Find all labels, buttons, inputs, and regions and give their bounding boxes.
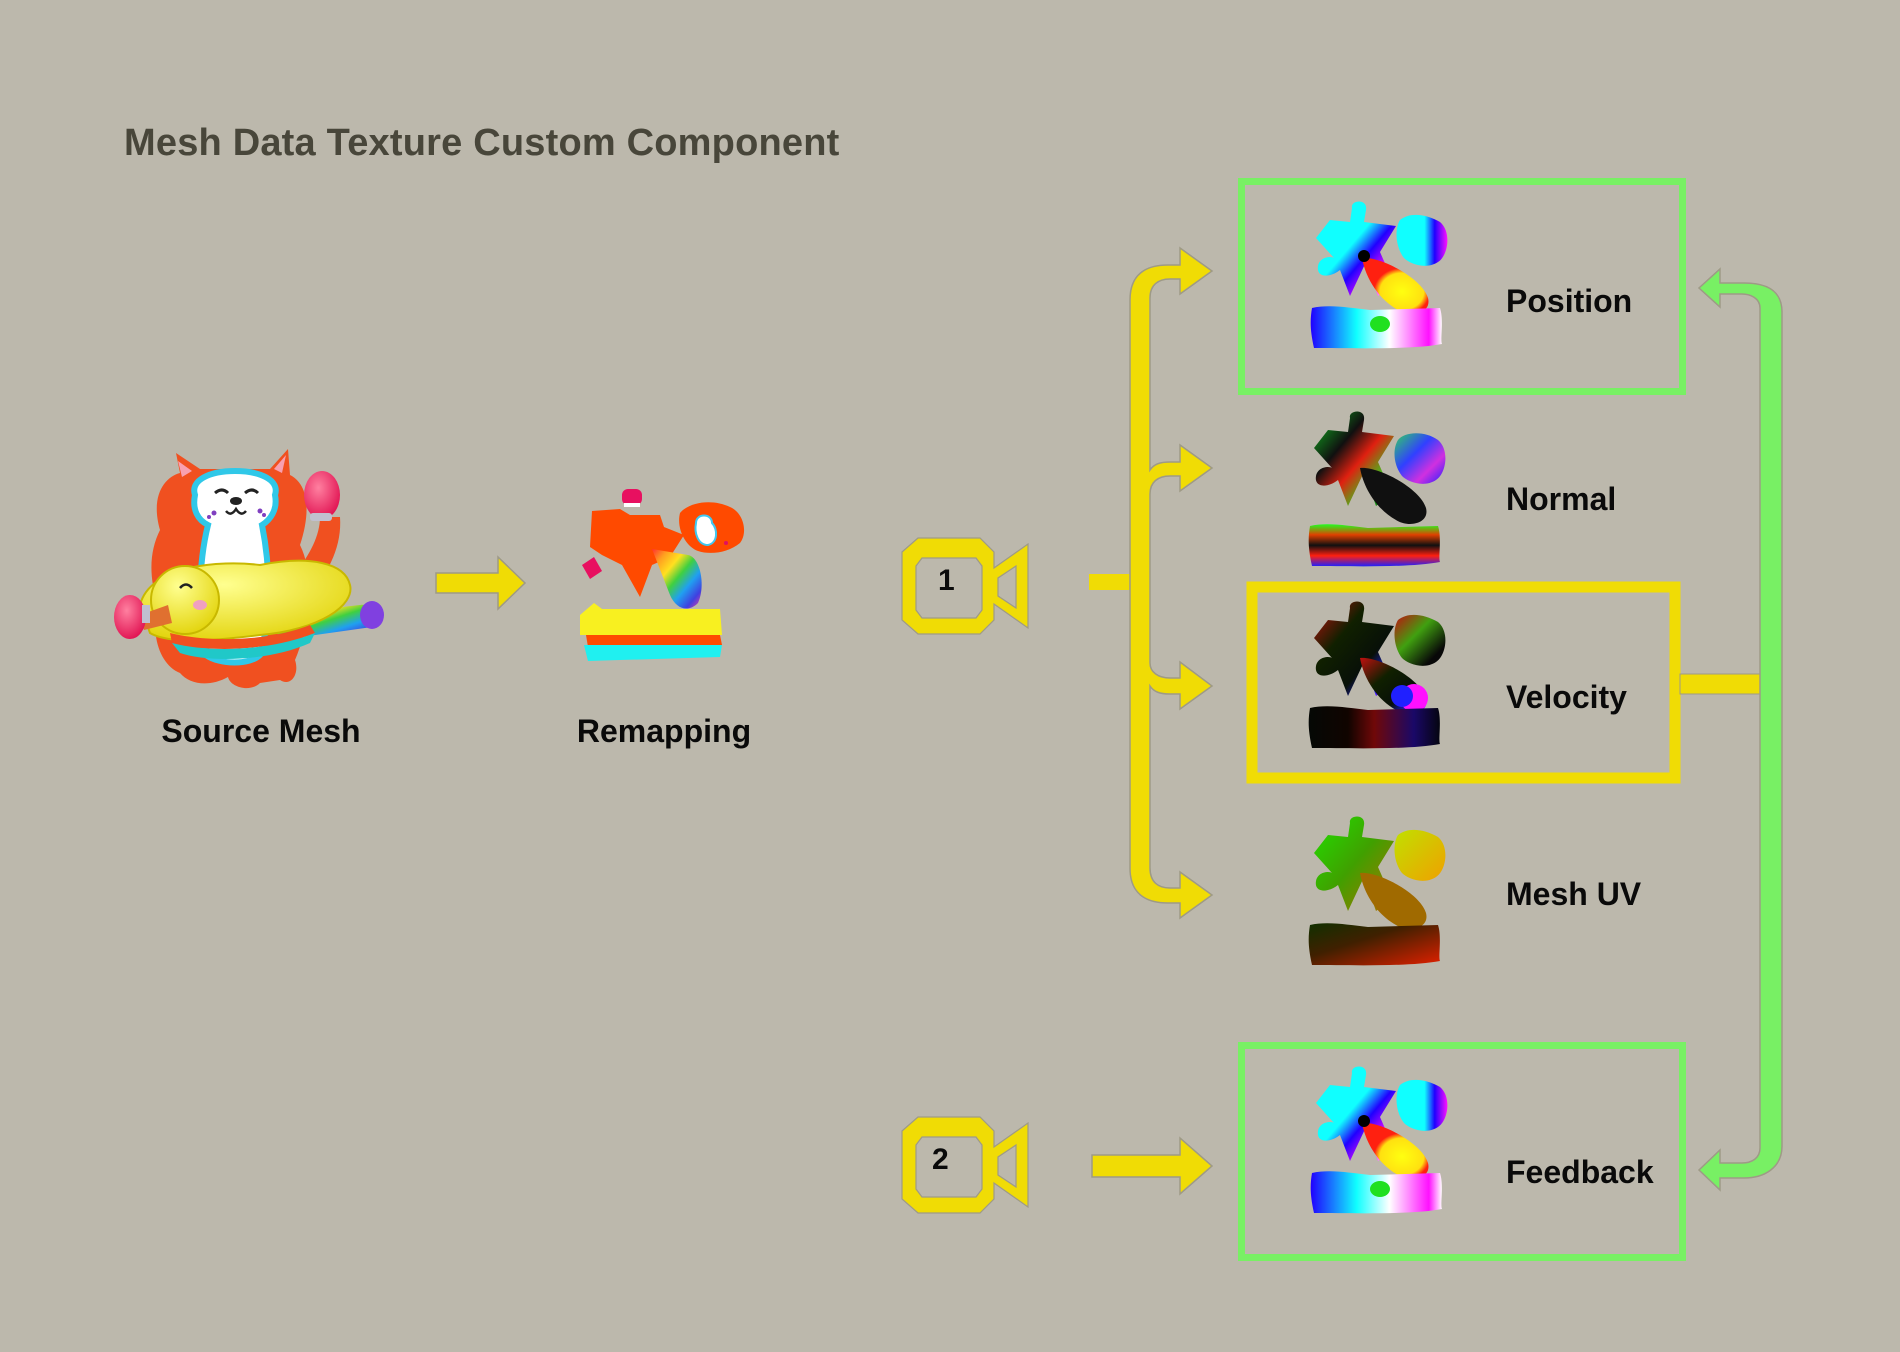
camera-2-number: 2 (932, 1143, 949, 1176)
feedback-highlight-box (1238, 1042, 1686, 1261)
velocity-label: Velocity (1506, 679, 1627, 715)
velocity-texture-image (1308, 601, 1446, 749)
remapping-label: Remapping (576, 713, 752, 749)
feedback-label: Feedback (1506, 1154, 1654, 1190)
camera-2-icon (901, 1116, 1029, 1214)
velocity-connector (1679, 673, 1763, 695)
source-mesh-label: Source Mesh (161, 713, 361, 749)
camera-1-number: 1 (938, 564, 955, 597)
source-mesh-image (114, 449, 384, 689)
mesh-uv-texture-image (1308, 816, 1446, 966)
camera-1-fork-arrows (1089, 246, 1214, 920)
velocity-highlight-box (1246, 581, 1681, 784)
position-label: Position (1506, 283, 1633, 319)
position-texture-image (1310, 201, 1448, 349)
normal-label: Normal (1506, 481, 1617, 517)
normal-texture-image (1308, 411, 1446, 567)
feedback-texture-image (1310, 1066, 1448, 1214)
camera-1-icon (901, 537, 1029, 635)
mesh-uv-label: Mesh UV (1506, 876, 1642, 912)
remapped-uv-image (580, 489, 745, 661)
feedback-loop-shape (1697, 267, 1783, 1192)
arrow-source-to-remap (435, 555, 527, 611)
diagram-title: Mesh Data Texture Custom Component (124, 122, 840, 164)
arrow-camera-2-to-feedback (1091, 1136, 1214, 1196)
position-highlight-box (1238, 178, 1686, 395)
